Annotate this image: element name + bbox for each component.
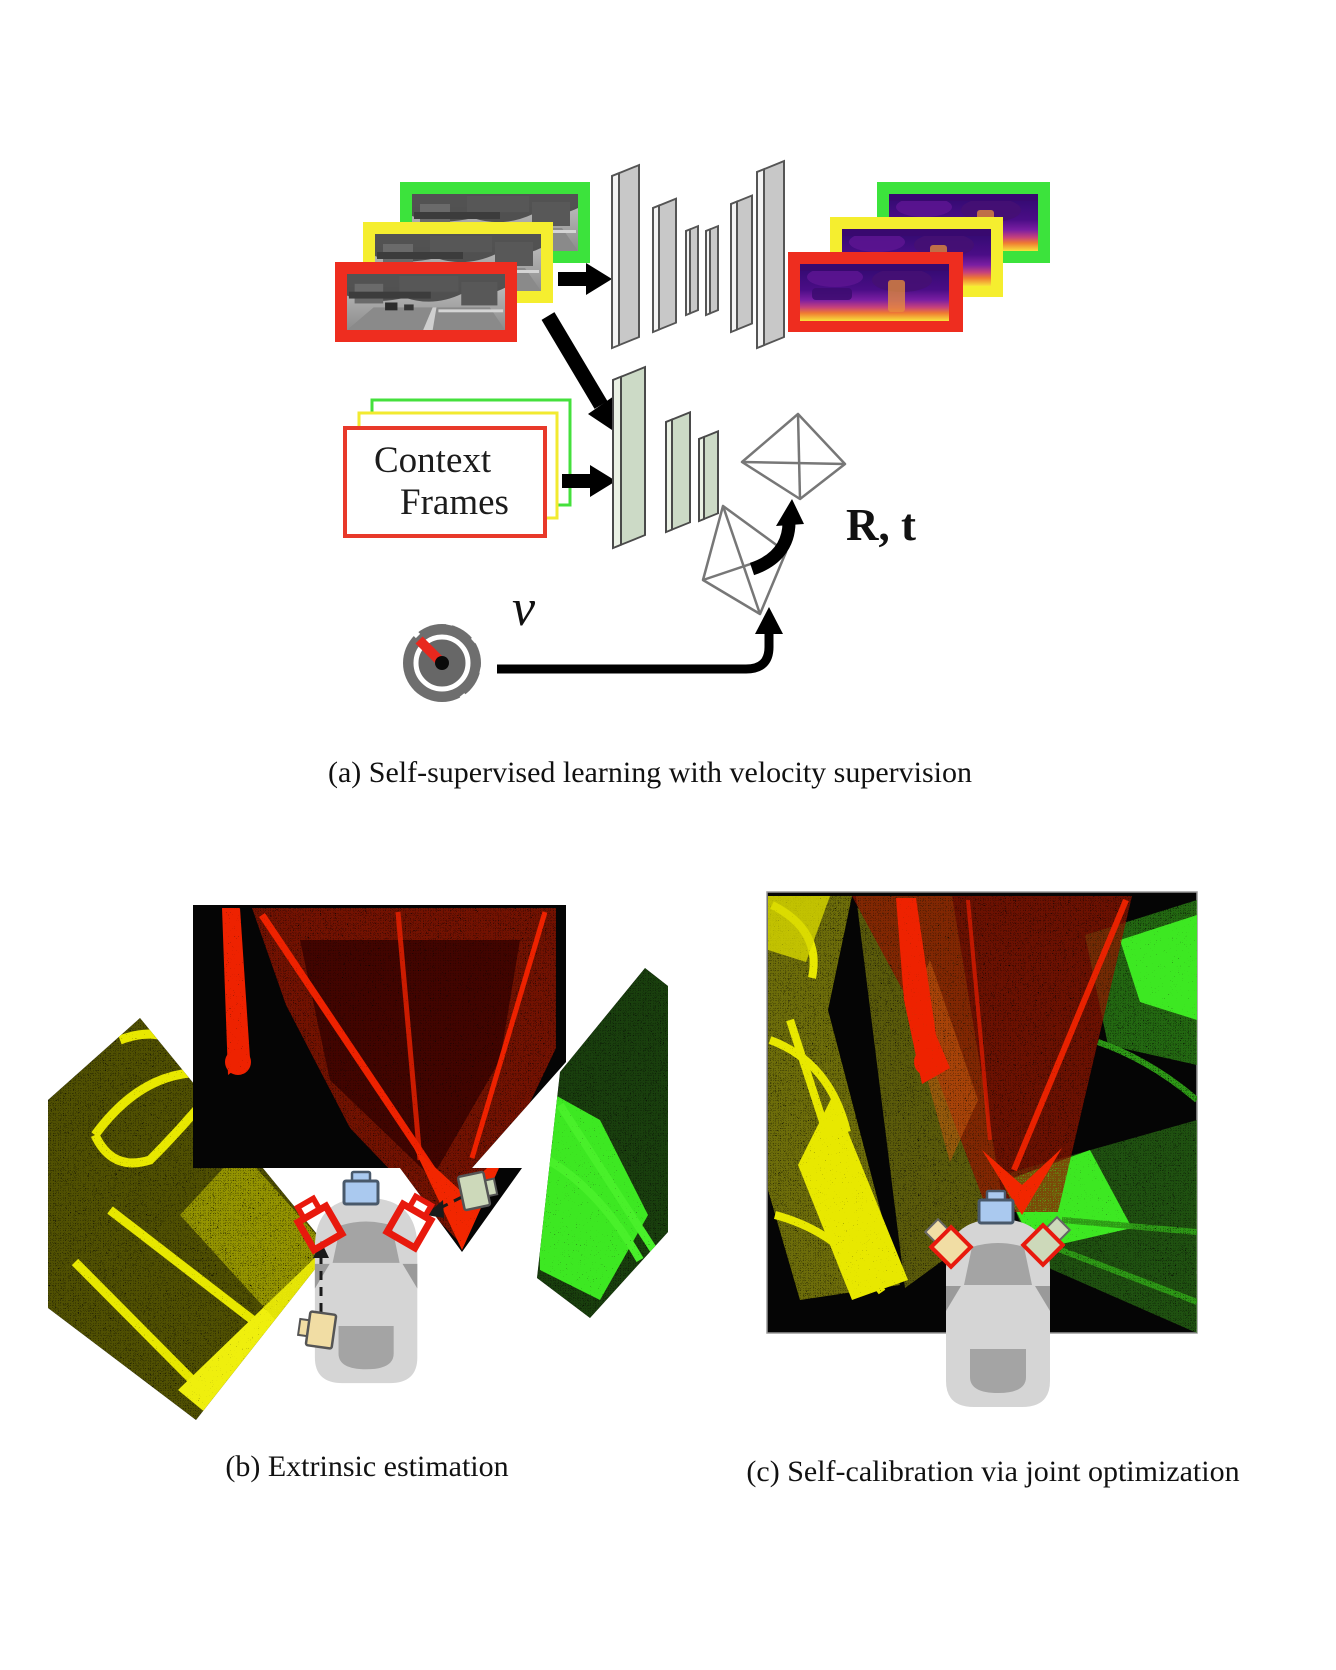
car-top-view xyxy=(314,1197,418,1384)
speedometer-ticks xyxy=(401,610,495,708)
network-slab xyxy=(730,194,753,334)
arrow-frames-to-depthnet-icon xyxy=(558,263,612,295)
pointcloud-yellow-merged xyxy=(768,896,1005,1300)
context-frames-label-line2: Frames xyxy=(400,482,509,523)
arrow-context-to-posenet-icon xyxy=(562,465,616,497)
depth-map-red xyxy=(788,252,963,332)
pose-network xyxy=(612,365,719,550)
street-image xyxy=(347,274,506,330)
speedometer-icon xyxy=(401,610,495,708)
pointcloud-panel-right xyxy=(537,968,668,1318)
caption-c: (c) Self-calibration via joint optimizat… xyxy=(746,1455,1239,1488)
calibrated-camera-right-icon xyxy=(1020,1215,1072,1268)
context-frame-red-outline xyxy=(343,426,547,538)
rotation-translation-label: R, t xyxy=(846,500,916,550)
pointcloud-green xyxy=(537,968,668,1318)
input-frame-red xyxy=(335,262,517,342)
pose-slab xyxy=(698,429,719,523)
side-camera-left-icon xyxy=(295,1308,338,1350)
car-body xyxy=(314,1197,418,1384)
network-slab xyxy=(756,159,785,350)
panel-a-diagram: Context Frames R, t xyxy=(328,159,1050,789)
pose-slab xyxy=(665,410,691,534)
network-slab xyxy=(652,197,677,334)
arrow-frames-to-posenet-icon xyxy=(541,312,618,434)
pose-transform-arrow-icon xyxy=(749,499,804,576)
front-camera-icon xyxy=(342,1170,380,1206)
calibrated-camera-right-body xyxy=(1020,1222,1066,1268)
caption-b: (b) Extrinsic estimation xyxy=(225,1450,508,1483)
caption-a: (a) Self-supervised learning with veloci… xyxy=(328,756,972,789)
network-slab xyxy=(705,224,719,317)
panel-c-pointclouds: (c) Self-calibration via joint optimizat… xyxy=(746,891,1240,1488)
context-frames-box: Context Frames xyxy=(343,398,572,538)
depth-network xyxy=(611,159,785,350)
pointcloud-red-merged xyxy=(852,896,1132,1215)
speedometer-hub xyxy=(435,656,449,670)
pointcloud-panel-left xyxy=(48,1018,330,1420)
camera-frustum-upper-icon xyxy=(740,412,847,501)
calibrated-camera-left-body xyxy=(928,1224,974,1270)
context-frames-label-line1: Context xyxy=(374,440,492,481)
merged-pointclouds xyxy=(768,896,1197,1333)
input-frames-stack xyxy=(335,182,590,342)
pose-slab xyxy=(612,365,646,550)
network-slab xyxy=(611,163,640,350)
dashed-arrow-right-extrinsic xyxy=(426,1195,463,1218)
velocity-arrow-icon xyxy=(497,607,783,674)
calibrated-camera-left-icon xyxy=(923,1217,974,1270)
velocity-label: v xyxy=(512,580,536,637)
depth-maps-stack xyxy=(788,182,1050,332)
network-slab xyxy=(685,224,699,317)
depth-image xyxy=(800,264,949,321)
panel-b-pointclouds: (b) Extrinsic estimation xyxy=(48,905,668,1483)
